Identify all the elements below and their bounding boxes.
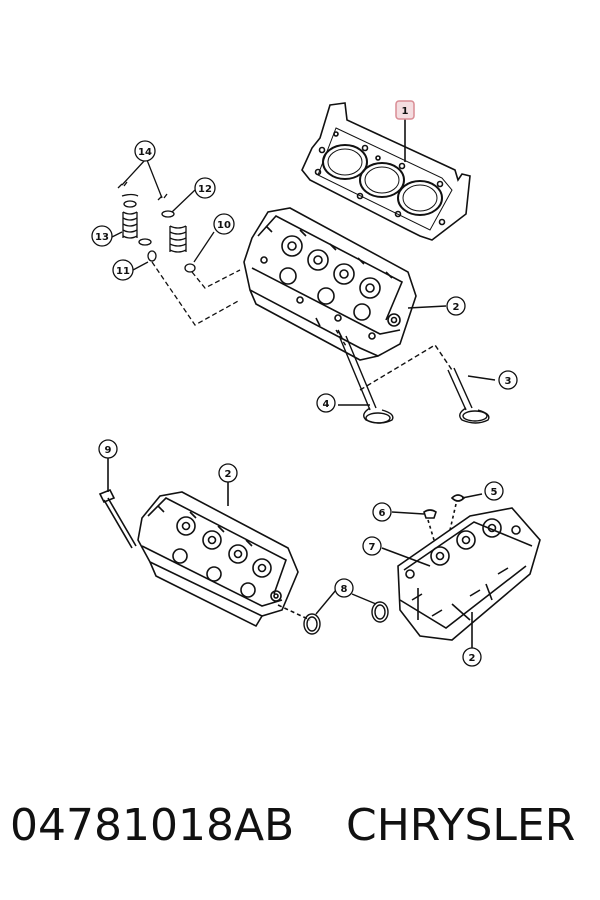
cylinder-head-lower-left [98, 458, 311, 628]
callout-10: 10 [213, 213, 235, 235]
valves [335, 329, 496, 424]
svg-text:9: 9 [105, 445, 112, 456]
svg-text:11: 11 [116, 266, 130, 277]
callout-2-upper: 2 [446, 296, 466, 316]
callout-2-lower-left: 2 [218, 463, 238, 483]
callout-2-lower-right: 2 [462, 647, 482, 667]
svg-text:2: 2 [225, 469, 232, 480]
svg-text:4: 4 [323, 399, 330, 410]
seals [303, 589, 389, 635]
brand-name: CHRYSLER [346, 800, 576, 851]
part-number: 04781018AB [10, 800, 295, 851]
svg-text:2: 2 [453, 302, 460, 313]
callout-11: 11 [112, 259, 134, 281]
svg-text:6: 6 [379, 508, 386, 519]
callout-4: 4 [316, 393, 336, 413]
svg-text:10: 10 [217, 220, 231, 231]
callout-3: 3 [498, 370, 518, 390]
svg-text:12: 12 [198, 184, 212, 195]
svg-text:7: 7 [369, 542, 376, 553]
svg-text:13: 13 [95, 232, 109, 243]
head-gasket [301, 102, 471, 241]
cylinder-head-upper [243, 119, 447, 361]
svg-text:14: 14 [138, 147, 152, 158]
svg-text:2: 2 [469, 653, 476, 664]
callout-13: 13 [91, 225, 113, 247]
callout-5: 5 [484, 481, 504, 501]
cylinder-head-lower-right [381, 493, 541, 648]
callout-14: 14 [134, 140, 156, 162]
svg-text:1: 1 [402, 106, 409, 117]
callout-9: 9 [98, 439, 118, 459]
callout-12: 12 [194, 177, 216, 199]
exploded-parts-diagram: 1 2 2 2 3 4 5 6 7 8 9 10 [91, 100, 541, 667]
svg-text:8: 8 [341, 584, 348, 595]
callout-1: 1 [395, 100, 415, 120]
svg-text:5: 5 [491, 487, 498, 498]
footer-caption: 04781018AB CHRYSLER [0, 800, 600, 870]
valve-springs-group [109, 159, 241, 326]
callout-8: 8 [334, 578, 354, 598]
callout-6: 6 [372, 502, 392, 522]
svg-text:3: 3 [505, 376, 512, 387]
callout-7: 7 [362, 536, 382, 556]
